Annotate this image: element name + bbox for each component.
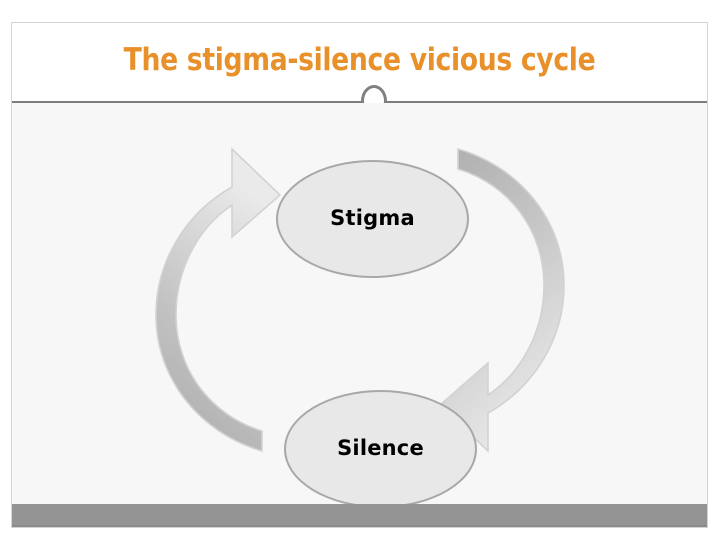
cycle-node-silence-label: Silence <box>337 436 424 460</box>
page-title: The stigma-silence vicious cycle <box>123 42 596 78</box>
footer-bar <box>12 504 707 527</box>
title-divider-line <box>12 101 707 103</box>
cycle-arrows-graphic <box>155 146 565 453</box>
cycle-node-stigma[interactable]: Stigma <box>276 159 469 278</box>
arrow-silence-to-stigma <box>155 146 282 452</box>
title-band: The stigma-silence vicious cycle <box>12 23 707 101</box>
cycle-node-stigma-label: Stigma <box>330 206 415 230</box>
cycle-node-silence[interactable]: Silence <box>284 389 477 508</box>
slide-canvas: The stigma-silence vicious cycle <box>11 22 708 528</box>
slide-body: Stigma Silence <box>12 102 707 528</box>
arrow-stigma-to-silence <box>438 147 565 453</box>
cycle-diagram: Stigma Silence <box>12 103 707 528</box>
